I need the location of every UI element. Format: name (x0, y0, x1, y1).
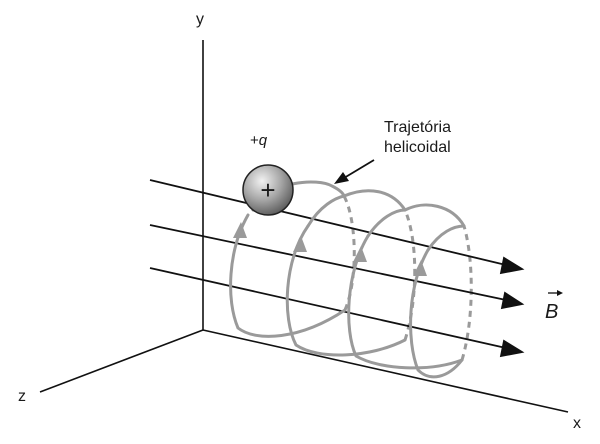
field-label-text: B (545, 301, 558, 323)
field-line-2 (149, 224, 507, 301)
field-line-3 (149, 267, 507, 349)
helix-arrow-4 (413, 260, 427, 276)
charge-symbol: + (260, 175, 275, 205)
callout-line-2: helicoidal (384, 139, 451, 156)
x-axis-label: x (573, 415, 581, 432)
helix-hidden-turn-3 (460, 225, 473, 361)
z-axis (39, 329, 204, 393)
helix-connector-3 (366, 208, 407, 238)
magnetic-field-lines (149, 179, 525, 358)
y-axis-label: y (196, 11, 204, 28)
callout-line-1: Trajetória (384, 119, 451, 136)
charge-label-letter: q (259, 132, 268, 149)
vector-arrow-icon (548, 290, 563, 296)
helix-front-turn-1 (229, 213, 347, 338)
x-axis (202, 329, 569, 413)
coordinate-axes (39, 40, 569, 413)
positive-charge: + (242, 164, 294, 216)
helix-connector-2 (306, 194, 346, 228)
helix-arrow-3 (353, 246, 367, 262)
callout-pointer-arrow (334, 159, 375, 184)
charge-label: +q (250, 132, 268, 149)
field-label: B (545, 290, 563, 323)
helix-visible-segments (229, 180, 466, 379)
helix-direction-arrows (233, 222, 427, 276)
field-arrowhead-1 (499, 256, 525, 275)
helix-back-arc-2 (403, 203, 466, 228)
field-arrowhead-3 (499, 339, 525, 358)
helix-arrow-1 (233, 222, 247, 238)
charge-sphere (242, 164, 294, 216)
charge-label-sign: + (250, 132, 259, 149)
z-axis-label: z (18, 388, 26, 405)
helix-front-turn-2 (285, 224, 407, 357)
helix-front-turn-4 (409, 248, 464, 379)
field-arrowhead-2 (500, 291, 525, 310)
helix-arrow-2 (293, 236, 307, 252)
helix-front-turn-3 (347, 234, 464, 370)
helix-back-arc-1 (342, 189, 407, 212)
helix-connector-4 (426, 224, 466, 252)
field-line-1 (149, 179, 507, 266)
